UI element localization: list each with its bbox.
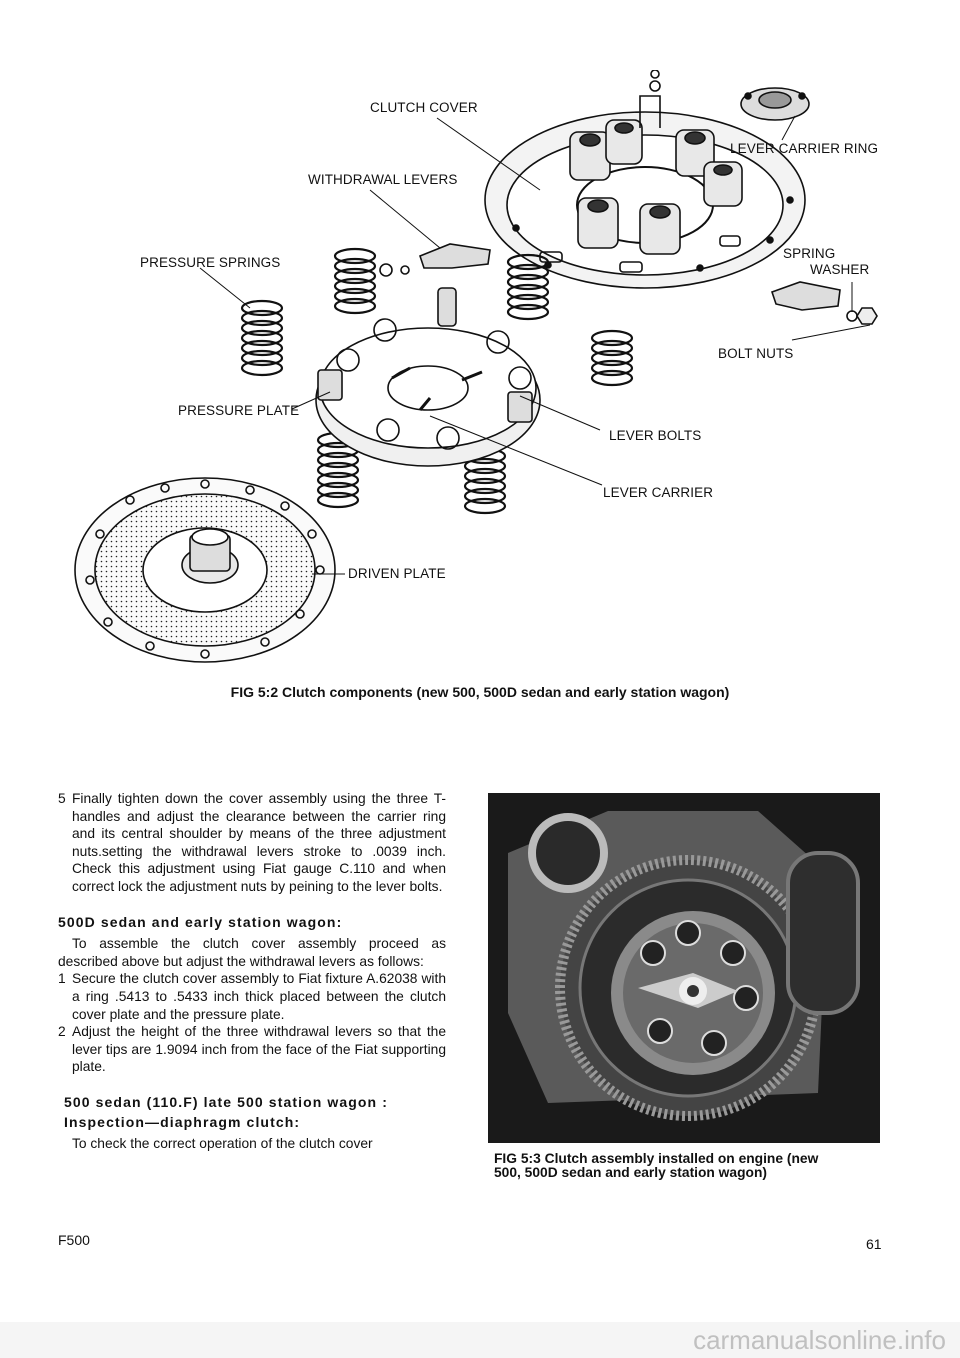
step-1: 1 Secure the clutch cover assembly to Fi…	[58, 970, 446, 1023]
step-text: Adjust the height of the three withdrawa…	[72, 1024, 446, 1075]
figure-5-3-caption-line1: FIG 5:3 Clutch assembly installed on eng…	[494, 1151, 819, 1166]
label-driven-plate: DRIVEN PLATE	[348, 566, 446, 581]
body-text-column: 5 Finally tighten down the cover assembl…	[58, 790, 446, 1153]
watermark-text: carmanualsonline.info	[693, 1325, 946, 1355]
clutch-installed-photo	[488, 793, 880, 1143]
footer-model: F500	[58, 1232, 90, 1248]
lever-carrier-ring-part	[740, 87, 810, 121]
step-number: 2	[58, 1024, 66, 1040]
label-clutch-cover: CLUTCH COVER	[370, 100, 478, 115]
figure-5-3-caption: FIG 5:3 Clutch assembly installed on eng…	[494, 1152, 894, 1180]
label-pressure-plate: PRESSURE PLATE	[178, 403, 300, 418]
label-lever-carrier-ring: LEVER CARRIER RING	[730, 141, 879, 156]
step-5: 5 Finally tighten down the cover assembl…	[58, 790, 446, 896]
page-number: 61	[866, 1236, 882, 1252]
label-bolt-nuts: BOLT NUTS	[718, 346, 794, 361]
label-lever-bolts: LEVER BOLTS	[609, 428, 702, 443]
paragraph-inspection: To check the correct operation of the cl…	[72, 1136, 373, 1152]
label-lever-carrier: LEVER CARRIER	[603, 485, 714, 500]
driven-plate-part	[74, 477, 336, 663]
step-number: 5	[58, 791, 66, 806]
step-number: 1	[58, 971, 66, 987]
figure-5-3-caption-line2: 500, 500D sedan and early station wagon)	[494, 1165, 767, 1180]
step-2: 2 Adjust the height of the three withdra…	[58, 1023, 446, 1076]
watermark-bar: carmanualsonline.info	[0, 1322, 960, 1358]
spring-washer-part	[770, 281, 878, 325]
step-text: Secure the clutch cover assembly to Fiat…	[72, 971, 446, 1022]
section-heading-500-sedan: 500 sedan (110.F) late 500 station wagon…	[64, 1093, 388, 1110]
paragraph-500d-intro: To assemble the clutch cover assembly pr…	[58, 936, 446, 969]
section-heading-inspection: Inspection—diaphragm clutch:	[64, 1113, 301, 1130]
clutch-cover-part	[484, 70, 806, 289]
figure-5-2-caption: FIG 5:2 Clutch components (new 500, 500D…	[230, 684, 730, 700]
label-withdrawal-levers: WITHDRAWAL LEVERS	[308, 172, 458, 187]
clutch-components-illustration	[74, 70, 878, 663]
label-pressure-springs: PRESSURE SPRINGS	[140, 255, 281, 270]
withdrawal-levers-part	[379, 243, 491, 277]
label-spring: SPRING	[783, 246, 836, 261]
step-text: Finally tighten down the cover assembly …	[72, 791, 446, 894]
leader-lines	[199, 115, 871, 575]
label-washer: WASHER	[810, 262, 870, 277]
section-heading-500d: 500D sedan and early station wagon:	[58, 913, 343, 930]
pressure-plate-part	[315, 287, 541, 467]
